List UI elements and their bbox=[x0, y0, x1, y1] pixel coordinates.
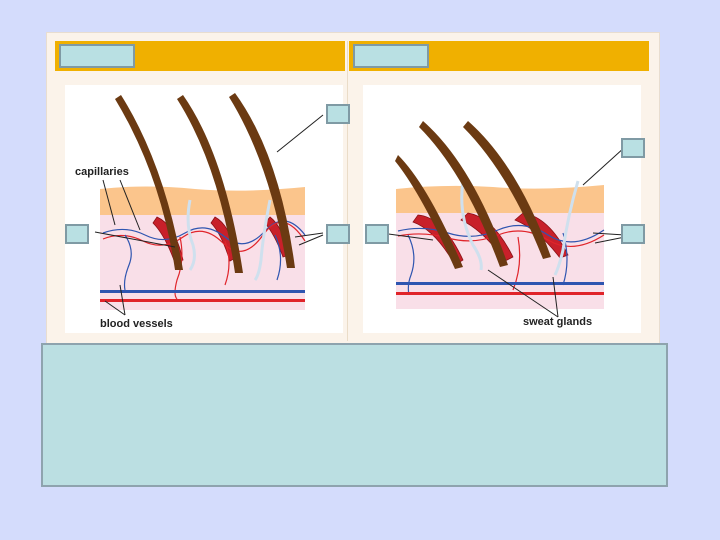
sweat-glands-pointer-a bbox=[487, 269, 559, 318]
caption-box bbox=[41, 343, 668, 487]
sweat-glands-label: sweat glands bbox=[523, 316, 592, 328]
left-box-pointer bbox=[380, 232, 434, 241]
hair-pointer bbox=[276, 114, 324, 153]
blood-vessels-pointer-a bbox=[119, 284, 126, 316]
sweat-glands bbox=[460, 180, 580, 276]
hairs bbox=[395, 121, 551, 269]
artery-vessel bbox=[100, 299, 305, 302]
sweat-glands bbox=[186, 199, 272, 281]
vein-vessel bbox=[100, 290, 305, 293]
left-skin-diagram: capillaries blood vessels bbox=[65, 85, 343, 333]
hairs bbox=[115, 93, 295, 273]
epidermis-layer bbox=[100, 186, 305, 215]
right-skin-illustration: sweat glands bbox=[380, 121, 626, 328]
label-box-muscle-right[interactable] bbox=[621, 224, 645, 244]
vein-vessel bbox=[396, 282, 604, 285]
capillary-network bbox=[102, 220, 306, 300]
capillaries-pointer bbox=[102, 179, 141, 231]
right-box-pointer-a bbox=[294, 232, 324, 238]
label-box-sweat-pore[interactable] bbox=[621, 138, 645, 158]
left-box-pointer bbox=[94, 231, 176, 248]
left-header-bar bbox=[55, 41, 345, 71]
right-box-pointer-b bbox=[594, 236, 626, 244]
label-box-muscle-left[interactable] bbox=[326, 224, 350, 244]
right-box-pointer-a bbox=[592, 232, 626, 236]
panel-divider bbox=[347, 41, 348, 341]
blood-vessels-label: blood vessels bbox=[100, 318, 173, 330]
artery-vessel bbox=[396, 292, 604, 295]
right-box-pointer-b bbox=[298, 234, 324, 246]
right-header-bar bbox=[349, 41, 649, 71]
label-box-hair[interactable] bbox=[326, 104, 350, 124]
capillaries-label: capillaries bbox=[75, 166, 129, 178]
sweat-glands-pointer-b bbox=[552, 276, 559, 318]
left-header-label-box[interactable] bbox=[59, 44, 135, 68]
blood-vessels-pointer-b bbox=[104, 300, 126, 316]
epidermis-layer bbox=[396, 185, 604, 213]
right-header-label-box[interactable] bbox=[353, 44, 429, 68]
label-box-capillaries-left[interactable] bbox=[65, 224, 89, 244]
sweat-pore-pointer bbox=[582, 146, 626, 186]
diagram-frame: capillaries blood vessels bbox=[46, 32, 660, 344]
label-box-capillaries-right[interactable] bbox=[365, 224, 389, 244]
right-skin-diagram: sweat glands bbox=[363, 85, 641, 333]
left-skin-illustration: capillaries blood vessels bbox=[75, 93, 324, 330]
